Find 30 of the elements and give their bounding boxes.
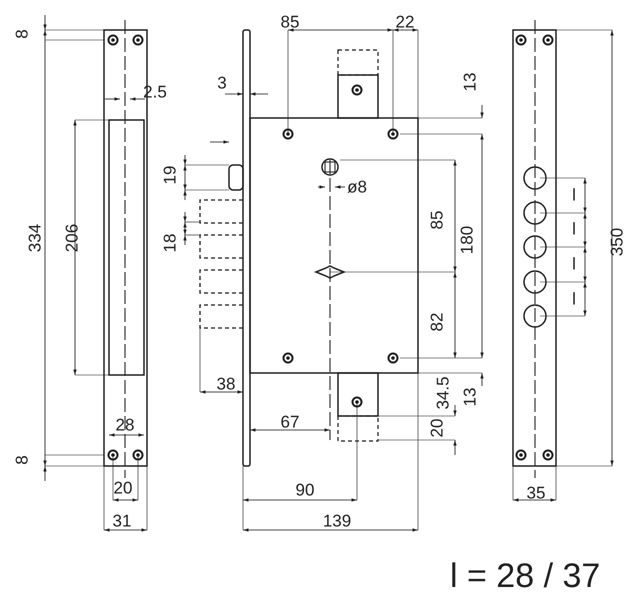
dimension-label: l <box>572 256 576 272</box>
dimension-label: 35 <box>526 484 546 502</box>
dimension-label: 22 <box>396 14 414 30</box>
dimension-label: 85 <box>428 210 446 230</box>
dimension-label: 31 <box>112 512 132 530</box>
dimension-label: 20 <box>428 418 446 438</box>
dimension-label: 82 <box>428 312 446 332</box>
dimension-label: 19 <box>162 166 178 184</box>
dimension-label: 13 <box>462 72 478 92</box>
dimension-label: 8 <box>14 455 30 465</box>
dimension-label: l <box>572 290 576 308</box>
dimension-label: 67 <box>280 414 300 430</box>
dimension-label: 3 <box>217 74 227 92</box>
dimension-label: 38 <box>216 376 236 392</box>
dimension-label: 85 <box>280 14 300 30</box>
dimension-label: 206 <box>64 224 80 252</box>
note-text: l = 28 / 37 <box>450 558 600 594</box>
dimension-label: ø8 <box>347 178 367 196</box>
dimension-label: 180 <box>458 226 476 254</box>
dimension-label: l <box>572 186 576 204</box>
dimension-label: 18 <box>162 234 178 252</box>
dimension-label: 34.5 <box>434 376 452 410</box>
dimension-label: 334 <box>26 224 44 252</box>
dimension-label: 20 <box>114 480 132 496</box>
dimension-label: 350 <box>608 228 626 256</box>
dimension-label: 13 <box>462 388 478 406</box>
dimension-label: 139 <box>322 512 352 530</box>
dimension-label: l <box>572 220 576 238</box>
dimension-label: 8 <box>14 29 30 39</box>
dimension-label: 90 <box>296 482 314 498</box>
